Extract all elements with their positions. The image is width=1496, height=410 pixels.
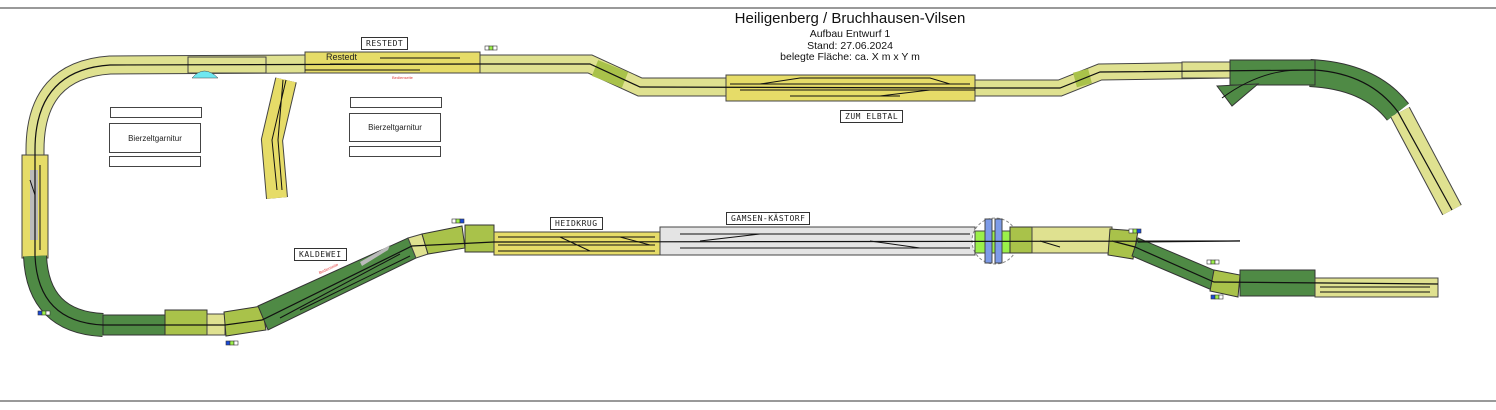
page-title: Heiligenberg / Bruchhausen-Vilsen — [734, 10, 966, 27]
bench — [109, 156, 201, 167]
operating-side-note: Bedienseite — [392, 75, 413, 80]
beer-table-label: Bierzeltgarnitur — [128, 133, 182, 143]
top-route — [21, 51, 1462, 259]
module-dark-green — [1229, 59, 1316, 86]
signal-icon — [1128, 228, 1142, 234]
date-stamp: Stand: 27.06.2024 — [807, 39, 893, 52]
signal-icon — [451, 218, 465, 224]
module-heidkrug — [493, 231, 661, 256]
signal-icon — [1206, 259, 1220, 265]
station-label-restedt: RESTEDT — [361, 37, 409, 50]
beer-table-set-2: Bierzeltgarnitur — [349, 113, 441, 142]
module-label-restedt: Restedt — [326, 52, 358, 62]
station-label-zum-elbtal: ZUM ELBTAL — [840, 110, 904, 123]
station-label-kaldewei: KALDEWEI — [294, 248, 347, 261]
signal-icon — [484, 45, 498, 51]
pond-icon — [191, 70, 219, 79]
signal-icon — [1210, 294, 1224, 300]
beer-table-set-1: Bierzeltgarnitur — [109, 123, 201, 153]
subtitle-block: Aufbau Entwurf 1 Stand: 27.06.2024 beleg… — [640, 28, 1060, 64]
bench — [350, 97, 442, 108]
subtitle: Aufbau Entwurf 1 — [809, 28, 891, 40]
signal-icon — [37, 310, 51, 316]
bench — [349, 146, 441, 157]
signal-icons — [37, 45, 1224, 346]
module-restedt — [304, 51, 481, 74]
beer-table-label: Bierzeltgarnitur — [368, 123, 422, 132]
occupied-area: belegte Fläche: ca. X m x Y m — [780, 51, 920, 63]
bench — [110, 107, 202, 118]
bottom-route — [23, 217, 1439, 337]
station-label-gamsen-kaestorf: GAMSEN-KÄSTORF — [726, 212, 811, 225]
station-label-heidkrug: HEIDKRUG — [550, 217, 603, 230]
signal-icon — [225, 340, 239, 346]
